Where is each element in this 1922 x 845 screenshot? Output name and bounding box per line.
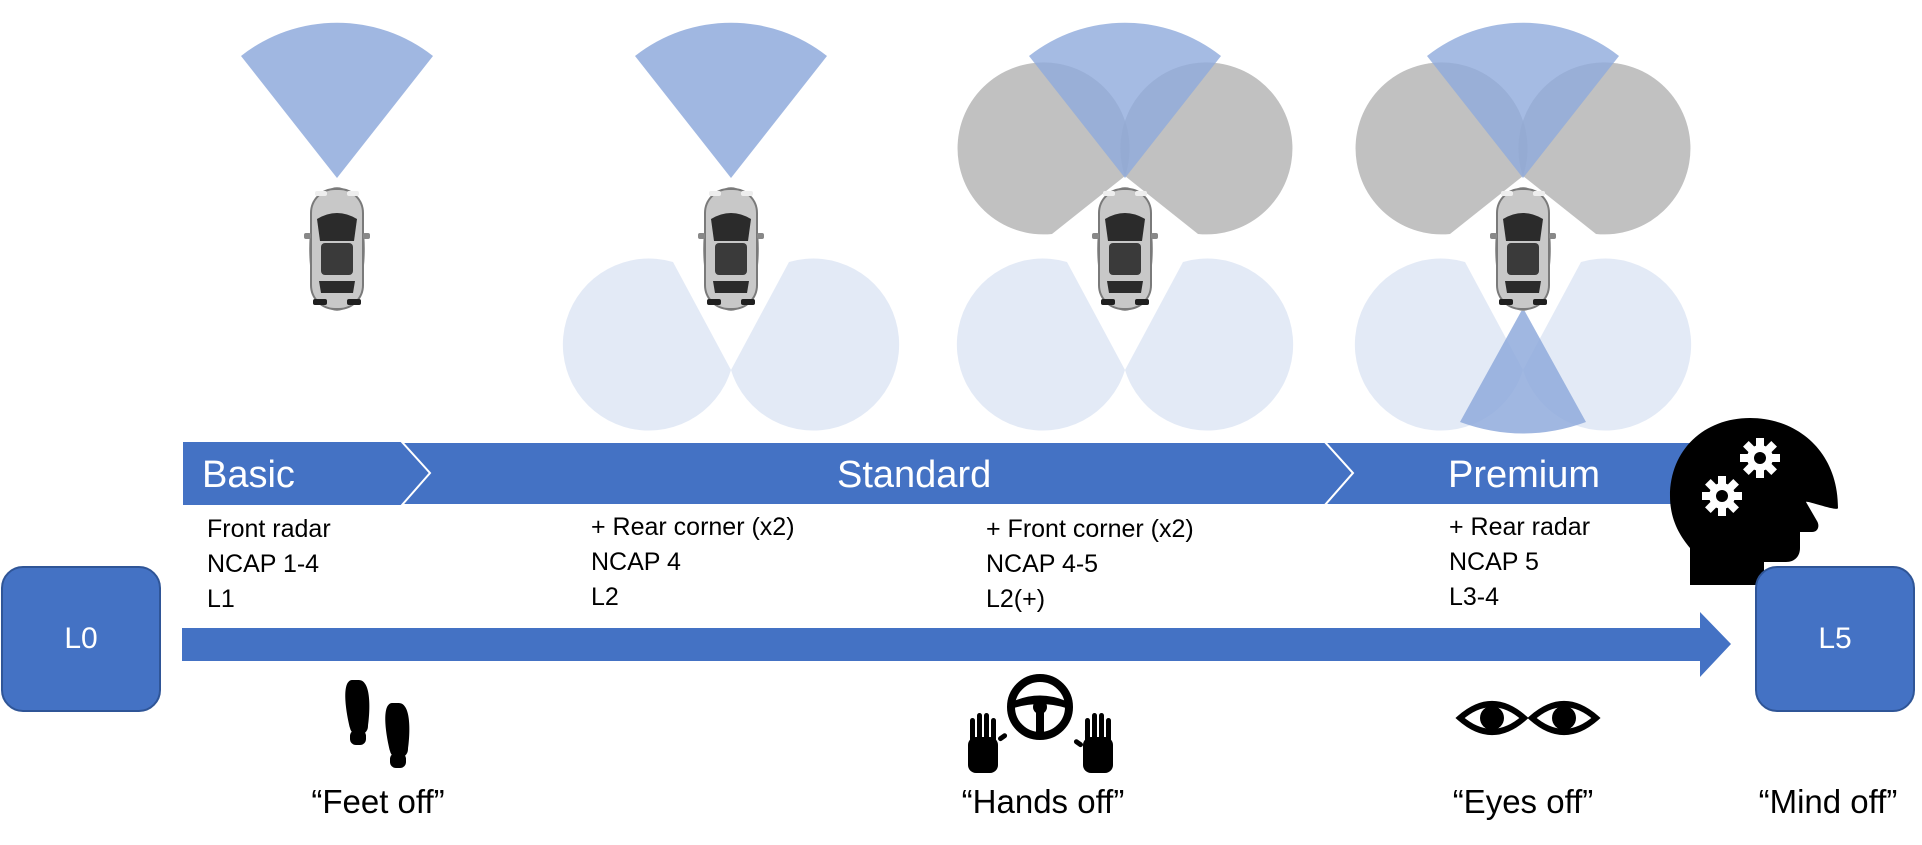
- rear-radar-cone: [1460, 308, 1586, 434]
- tier-label-standard: Standard: [837, 454, 992, 496]
- front-radar-cone: [635, 22, 827, 178]
- car-3-sensors: [956, 22, 1294, 431]
- car-3-icon: [1091, 186, 1159, 312]
- caption-feet-off: “Feet off”: [311, 783, 445, 820]
- spec-line: L3-4: [1449, 583, 1500, 611]
- spec-line: NCAP 5: [1449, 548, 1539, 576]
- spec-line: Front radar: [207, 515, 331, 543]
- spec-block-4: + Rear radar NCAP 5 L3-4: [1449, 510, 1590, 615]
- spec-block-3: + Front corner (x2) NCAP 4-5 L2(+): [986, 512, 1194, 617]
- caption-hands-off: “Hands off”: [961, 783, 1125, 820]
- footprints-icon: [345, 679, 410, 768]
- tier-basic-chevron: [183, 442, 430, 505]
- tier-label-premium: Premium: [1448, 454, 1601, 496]
- car-4-sensors: [1354, 22, 1692, 434]
- car-1-sensors: [241, 22, 433, 312]
- spec-line: + Rear radar: [1449, 513, 1591, 541]
- car-2-icon: [697, 186, 765, 312]
- caption-mind-off: “Mind off”: [1758, 783, 1898, 820]
- rear-left-corner-cone: [562, 258, 731, 431]
- caption-eyes-off: “Eyes off”: [1452, 783, 1594, 820]
- right-hand: [1073, 713, 1113, 773]
- tier-band: [183, 441, 1730, 506]
- tier-label-basic: Basic: [202, 454, 295, 496]
- rear-right-corner-cone: [731, 258, 900, 431]
- left-hand: [968, 713, 1008, 773]
- rear-right-corner-cone: [1125, 258, 1294, 431]
- car-4-icon: [1489, 186, 1557, 312]
- spec-line: NCAP 4: [591, 548, 681, 576]
- level-box-end: L5: [1755, 566, 1915, 712]
- spec-line: NCAP 4-5: [986, 550, 1099, 578]
- car-2-sensors: [562, 22, 900, 431]
- eyes-icon: [1455, 701, 1601, 735]
- spec-line: L2(+): [986, 585, 1046, 613]
- spec-line: L2: [591, 583, 619, 611]
- car-1-icon: [303, 186, 371, 312]
- spec-block-2: + Rear corner (x2) NCAP 4 L2: [591, 510, 795, 615]
- steering-wheel-hands-icon: [968, 674, 1113, 773]
- head-gears-icon: [1670, 418, 1838, 585]
- level-box-start: L0: [1, 566, 161, 712]
- progression-arrow: [182, 612, 1731, 677]
- spec-line: + Rear corner (x2): [591, 513, 795, 541]
- spec-line: L1: [207, 585, 235, 613]
- rear-left-corner-cone: [956, 258, 1125, 431]
- spec-block-1: Front radar NCAP 1-4 L1: [207, 512, 331, 617]
- front-radar-cone: [241, 22, 433, 178]
- spec-line: NCAP 1-4: [207, 550, 320, 578]
- spec-line: + Front corner (x2): [986, 515, 1194, 543]
